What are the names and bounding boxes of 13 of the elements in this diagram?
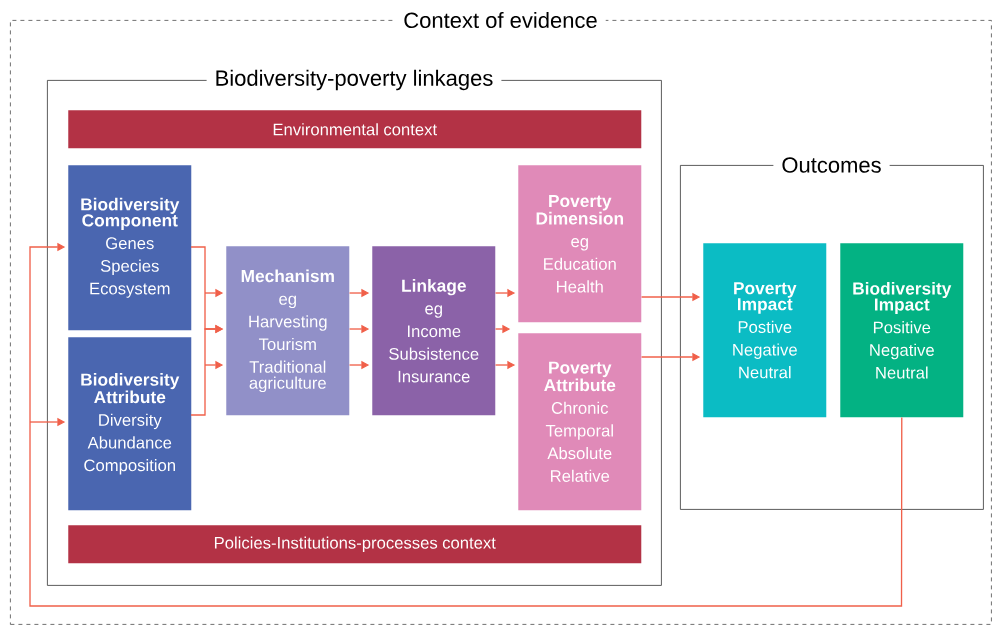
frame-title: Context of evidence: [395, 10, 606, 30]
frame-title: Biodiversity-poverty linkages: [206, 68, 502, 92]
category-box: Biodiversity Component Genes Species Ecosystem: [68, 165, 192, 331]
category-box: Linkage eg Income Subsistence Insurance: [372, 246, 496, 416]
category-box: Biodiversity Attribute Diversity Abundance Composition: [68, 337, 192, 511]
category-box: Mechanism eg Harvesting Tourism Traditional agriculture: [226, 246, 350, 416]
frame-title: Outcomes: [773, 155, 890, 175]
context-bar: Policies-Institutions-processes context: [68, 525, 642, 564]
category-box: Poverty Impact Postive Negative Neutral: [703, 243, 827, 418]
category-box: Biodiversity Impact Positive Negative Neutral: [840, 243, 964, 418]
context-bar: Environmental context: [68, 110, 642, 149]
category-box: Poverty Dimension eg Education Health: [518, 165, 642, 323]
category-box: Poverty Attribute Chronic Temporal Absolute Relative: [518, 333, 642, 511]
